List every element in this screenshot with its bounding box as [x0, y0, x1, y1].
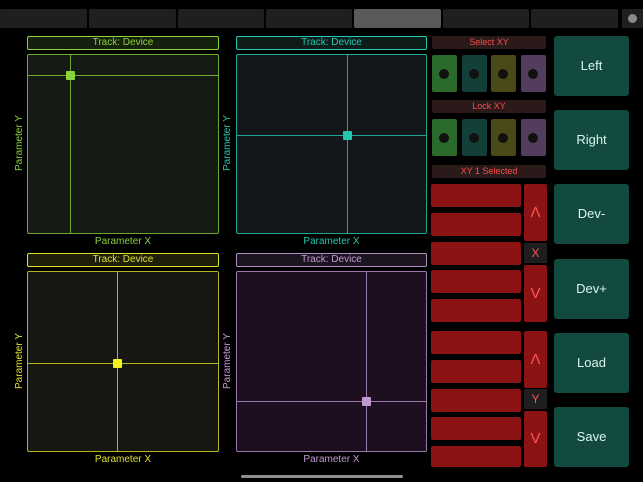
right-button[interactable]: Right: [554, 110, 629, 170]
pad-3-ylabel: Parameter Y: [14, 333, 25, 389]
dot-icon: [469, 69, 479, 79]
y-up-button[interactable]: Λ: [524, 331, 547, 388]
pad-2-ylabel: Parameter Y: [222, 115, 233, 171]
pad-4-ylabel: Parameter Y: [222, 333, 233, 389]
pad-4-title: Track: Device: [236, 253, 427, 267]
xy-pad-2[interactable]: [236, 54, 427, 234]
pad-4-x-crosshair: [366, 272, 367, 451]
pad-1-ylabel: Parameter Y: [14, 115, 25, 171]
xy-pad-3[interactable]: [27, 271, 219, 452]
pad-4-handle[interactable]: [362, 397, 371, 406]
tab-2[interactable]: [89, 9, 176, 28]
y-preset-slot-5[interactable]: [431, 446, 521, 467]
tab-1[interactable]: [0, 9, 87, 28]
lock-xy-header: Lock XY: [432, 100, 546, 113]
dot-icon: [439, 69, 449, 79]
pad-2-x-crosshair: [347, 55, 348, 233]
y-down-button[interactable]: V: [524, 411, 547, 467]
y-preset-slot-2[interactable]: [431, 360, 521, 383]
dot-icon: [469, 133, 479, 143]
select-xy-2-button[interactable]: [462, 55, 487, 92]
left-button[interactable]: Left: [554, 36, 629, 96]
xy-pad-1[interactable]: [27, 54, 219, 234]
dot-icon: [498, 133, 508, 143]
x-preset-slot-2[interactable]: [431, 213, 521, 236]
lock-xy-4-button[interactable]: [521, 119, 546, 156]
pad-3-y-crosshair: [28, 363, 218, 364]
pad-2-title: Track: Device: [236, 36, 427, 50]
dot-icon: [528, 133, 538, 143]
pad-3-xlabel: Parameter X: [94, 454, 152, 465]
dev-minus-button[interactable]: Dev-: [554, 184, 629, 244]
select-xy-4-button[interactable]: [521, 55, 546, 92]
lock-xy-1-button[interactable]: [432, 119, 457, 156]
pad-3-title: Track: Device: [27, 253, 219, 267]
x-preset-slot-4[interactable]: [431, 270, 521, 293]
lock-xy-2-button[interactable]: [462, 119, 487, 156]
x-preset-slot-3[interactable]: [431, 242, 521, 265]
pad-1-y-crosshair: [28, 75, 218, 76]
x-preset-slot-5[interactable]: [431, 299, 521, 322]
tab-6[interactable]: [443, 9, 529, 28]
pad-1-x-crosshair: [70, 55, 71, 233]
dot-icon: [528, 69, 538, 79]
x-axis-label: X: [524, 243, 547, 263]
pad-2-xlabel: Parameter X: [303, 236, 360, 247]
selection-status: XY 1 Selected: [432, 165, 546, 178]
pad-2-y-crosshair: [237, 135, 426, 136]
select-xy-header: Select XY: [432, 36, 546, 49]
pad-3-handle[interactable]: [113, 359, 122, 368]
tab-5-active[interactable]: [354, 9, 441, 28]
dot-icon: [498, 69, 508, 79]
pad-4-xlabel: Parameter X: [303, 454, 360, 465]
lock-xy-3-button[interactable]: [491, 119, 516, 156]
y-preset-slot-3[interactable]: [431, 389, 521, 412]
y-preset-slot-4[interactable]: [431, 417, 521, 440]
tab-3[interactable]: [178, 9, 264, 28]
menu-dot-icon[interactable]: [628, 14, 637, 23]
home-indicator[interactable]: [241, 475, 403, 478]
y-axis-label: Y: [524, 389, 547, 409]
dev-plus-button[interactable]: Dev+: [554, 259, 629, 319]
pad-4-y-crosshair: [237, 401, 426, 402]
tab-4[interactable]: [266, 9, 352, 28]
tab-7[interactable]: [531, 9, 618, 28]
x-preset-slot-1[interactable]: [431, 184, 521, 207]
select-xy-3-button[interactable]: [491, 55, 516, 92]
x-down-button[interactable]: V: [524, 265, 547, 322]
load-button[interactable]: Load: [554, 333, 629, 393]
pad-1-handle[interactable]: [66, 71, 75, 80]
select-xy-1-button[interactable]: [432, 55, 457, 92]
save-button[interactable]: Save: [554, 407, 629, 467]
y-preset-slot-1[interactable]: [431, 331, 521, 354]
xy-pad-4[interactable]: [236, 271, 427, 452]
pad-2-handle[interactable]: [343, 131, 352, 140]
pad-1-xlabel: Parameter X: [94, 236, 152, 247]
dot-icon: [439, 133, 449, 143]
pad-1-title: Track: Device: [27, 36, 219, 50]
x-up-button[interactable]: Λ: [524, 184, 547, 241]
